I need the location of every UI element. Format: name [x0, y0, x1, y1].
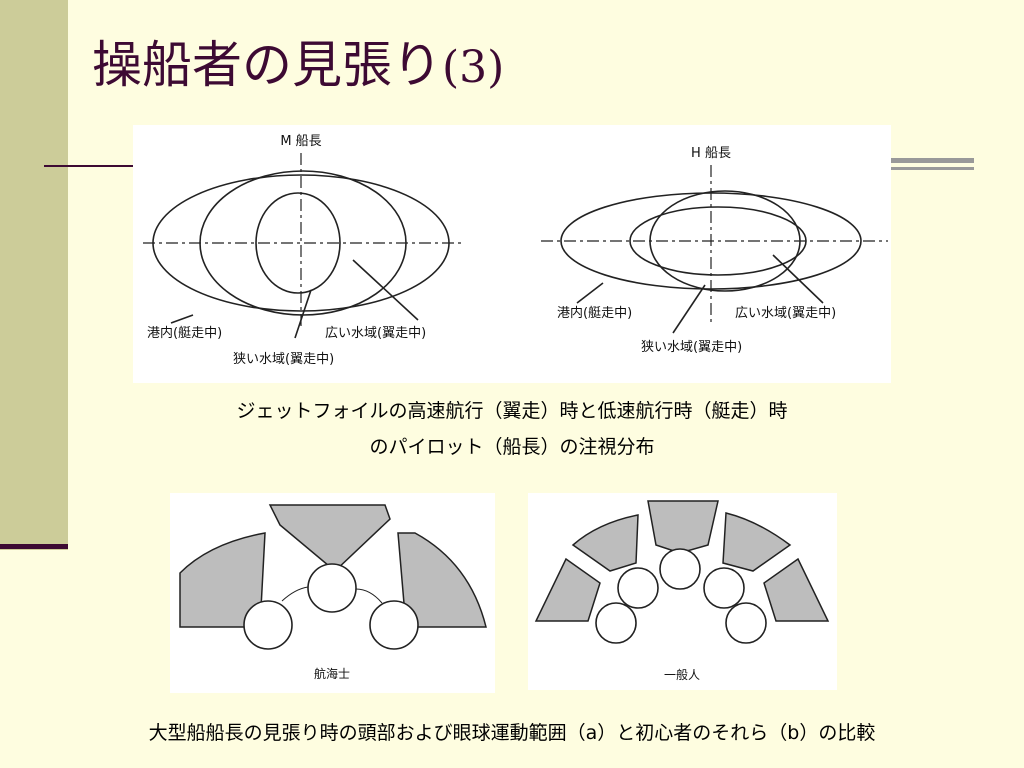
slide-title-number: (3)	[442, 42, 505, 93]
right-panel-heading: H 船長	[691, 146, 731, 161]
bottom-figure-caption: 大型船船長の見張り時の頭部および眼球運動範囲（a）と初心者のそれら（b）の比較	[148, 722, 876, 744]
slide-title-main: 操船者の見張り	[92, 36, 442, 94]
right-panel	[541, 165, 888, 334]
head-eye-range-figure-b: 一般人	[528, 493, 837, 690]
top-figure-caption-line-1: ジェットフォイルの高速航行（翼走）時と低速航行時（艇走）時	[236, 400, 788, 422]
side-decoration-line	[0, 544, 68, 549]
right-panel-label-wide: 広い水域(翼走中)	[735, 306, 836, 321]
left-panel-label-wide: 広い水域(翼走中)	[325, 326, 426, 341]
figure-b-label: 一般人	[664, 667, 700, 682]
right-panel-label-narrow: 狭い水域(翼走中)	[641, 340, 742, 355]
title-rule-right-lower	[888, 167, 974, 170]
title-rule-right-upper	[888, 158, 974, 163]
left-panel	[143, 153, 465, 339]
head-eye-range-figure-a: 航海士	[170, 493, 495, 693]
top-figure-caption-line-2: のパイロット（船長）の注視分布	[369, 436, 655, 458]
side-decoration-bar	[0, 0, 68, 550]
title-rule-left	[44, 165, 140, 167]
left-panel-heading: M 船長	[280, 134, 321, 149]
right-panel-label-harbor: 港内(艇走中)	[557, 305, 632, 321]
slide-title: 操船者の見張り(3)	[92, 40, 504, 90]
gaze-distribution-figure: M 船長 港内(艇走中) 広い水域(翼走中) 狭い水域(翼走中) H 船長 港内…	[133, 125, 891, 383]
left-panel-label-harbor: 港内(艇走中)	[147, 325, 222, 341]
figure-a-label: 航海士	[314, 666, 350, 681]
left-panel-label-narrow: 狭い水域(翼走中)	[233, 352, 334, 367]
